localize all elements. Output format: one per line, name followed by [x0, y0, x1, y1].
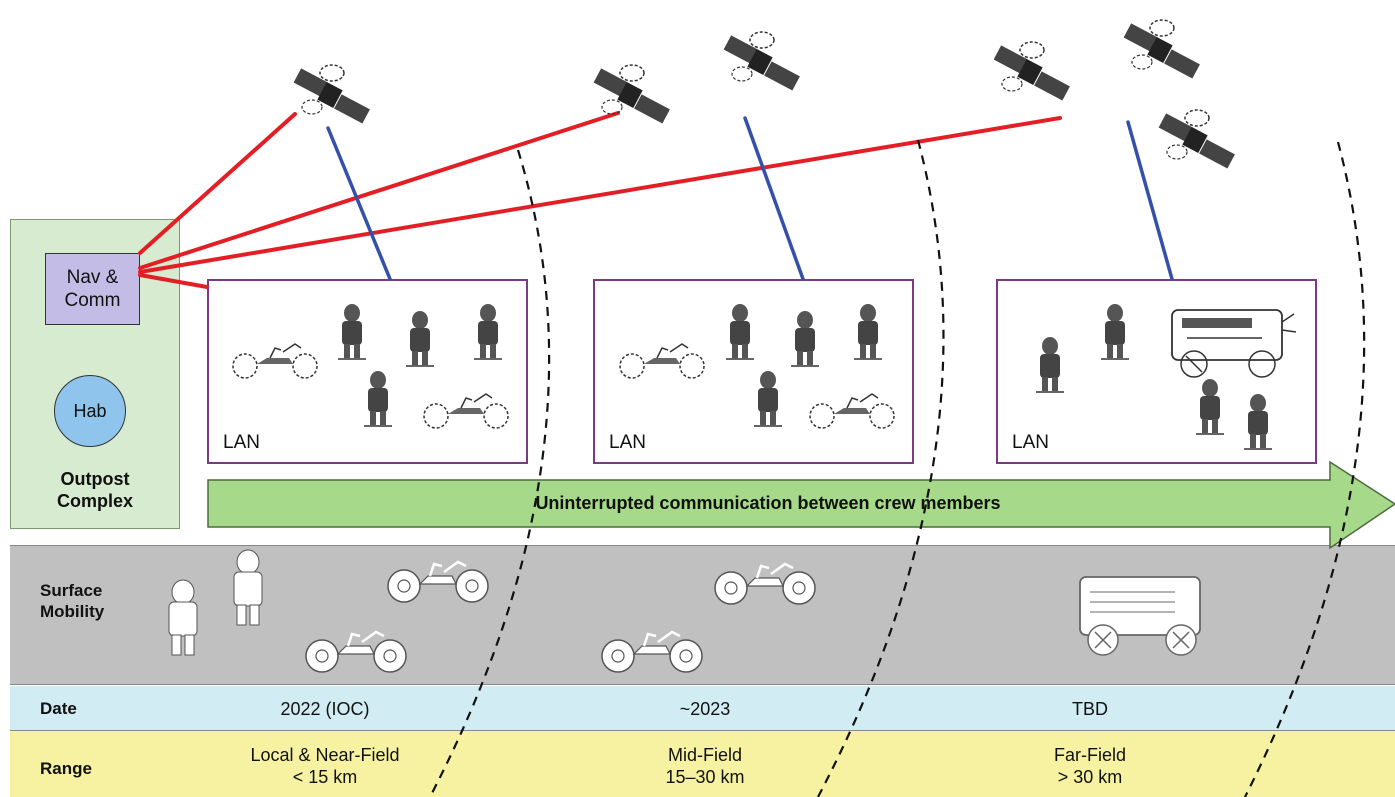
range-local: Local & Near-Field < 15 km	[250, 745, 400, 787]
range-row	[10, 731, 1395, 797]
satellite-icons	[292, 19, 1236, 170]
lan-box-local: LAN	[207, 279, 528, 464]
hab-circle: Hab	[54, 375, 126, 447]
lan-crew-far	[1035, 303, 1297, 450]
nav-comm-box: Nav & Comm	[45, 253, 140, 325]
lan-crew-local	[232, 303, 509, 429]
outpost-complex-label: Outpost Complex	[56, 469, 134, 511]
banner-arrow	[207, 460, 1395, 550]
surface-mobility-vehicles	[168, 549, 1201, 674]
lan-crew-mid	[619, 303, 895, 429]
lan-links	[326, 116, 1174, 281]
lan-box-mid: LAN	[593, 279, 914, 464]
range-label: Range	[40, 759, 92, 778]
date-row	[10, 686, 1395, 731]
range-mid: Mid-Field 15–30 km	[665, 745, 745, 787]
lan-label: LAN	[223, 432, 260, 453]
date-far: TBD	[1072, 699, 1108, 719]
date-local: 2022 (IOC)	[280, 699, 370, 719]
date-mid: ~2023	[679, 699, 731, 719]
range-boundaries	[429, 139, 1366, 797]
relay-links	[138, 111, 1062, 289]
lan-label: LAN	[609, 432, 646, 453]
surface-mobility-label: Surface Mobility	[40, 581, 105, 621]
range-far: Far-Field > 30 km	[1053, 745, 1126, 787]
date-label: Date	[40, 699, 77, 718]
lan-label: LAN	[1012, 432, 1049, 453]
banner-text: Uninterrupted communication between crew…	[535, 493, 1001, 513]
